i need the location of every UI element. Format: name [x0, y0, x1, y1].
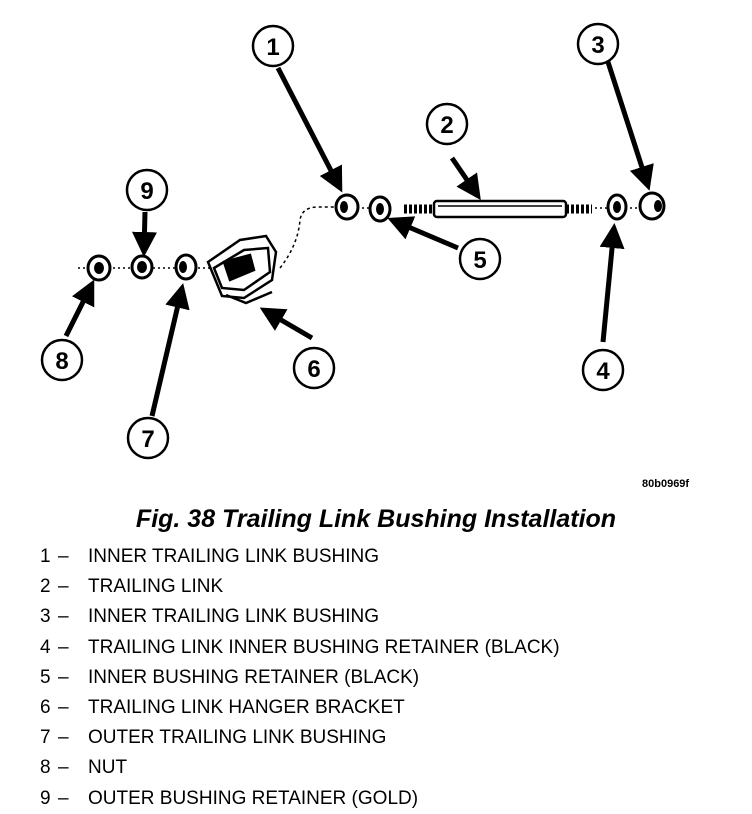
legend-item: 8–NUT	[40, 753, 560, 783]
callout-6: 6	[292, 346, 336, 390]
legend-item: 3–INNER TRAILING LINK BUSHING	[40, 602, 560, 632]
parts-legend: 1–INNER TRAILING LINK BUSHING 2–TRAILING…	[40, 542, 560, 814]
figure-code: 80b0969f	[642, 478, 690, 490]
svg-text:8: 8	[55, 348, 68, 375]
callout-4: 4	[581, 348, 625, 392]
legend-number: 6	[40, 696, 51, 718]
legend-dash: –	[58, 727, 69, 749]
callout-5: 5	[458, 237, 502, 281]
legend-text: INNER TRAILING LINK BUSHING	[88, 546, 380, 567]
legend-number: 3	[40, 606, 51, 628]
callout-1: 1	[251, 24, 295, 68]
legend-item: 5–INNER BUSHING RETAINER (BLACK)	[40, 663, 560, 693]
nut-part	[86, 254, 112, 282]
svg-text:2: 2	[440, 112, 453, 139]
legend-dash: –	[58, 666, 69, 688]
legend-dash: –	[58, 576, 69, 598]
legend-number: 7	[40, 727, 51, 749]
legend-item: 1–INNER TRAILING LINK BUSHING	[40, 542, 560, 572]
exploded-parts-diagram: 1 2 3 4 5 6 7 8 9	[40, 22, 666, 460]
legend-item: 9–OUTER BUSHING RETAINER (GOLD)	[40, 784, 560, 814]
legend-item: 6–TRAILING LINK HANGER BRACKET	[40, 693, 560, 723]
svg-text:1: 1	[266, 34, 279, 61]
legend-text: TRAILING LINK INNER BUSHING RETAINER (BL…	[88, 636, 560, 658]
svg-text:3: 3	[591, 32, 604, 59]
outer-bushing-retainer-part	[130, 254, 154, 280]
leader-arrows	[63, 61, 654, 417]
legend-dash: –	[58, 606, 69, 628]
legend-number: 1	[40, 546, 51, 567]
legend-item: 4–TRAILING LINK INNER BUSHING RETAINER (…	[40, 633, 560, 663]
trailing-link-part	[404, 199, 592, 219]
inner-bushing-part-3	[638, 191, 666, 221]
legend-dash: –	[58, 696, 69, 718]
callout-2: 2	[425, 102, 469, 146]
figure-caption: Fig. 38 Trailing Link Bushing Installati…	[135, 505, 617, 533]
svg-text:6: 6	[307, 356, 320, 383]
legend-text: TRAILING LINK HANGER BRACKET	[88, 696, 405, 718]
legend-dash: –	[58, 636, 69, 658]
outer-bushing-part	[174, 253, 198, 281]
legend-text: OUTER TRAILING LINK BUSHING	[88, 727, 387, 749]
legend-text: INNER TRAILING LINK BUSHING	[88, 606, 380, 628]
svg-text:5: 5	[473, 247, 486, 274]
legend-dash: –	[58, 787, 69, 809]
legend-item: 7–OUTER TRAILING LINK BUSHING	[40, 723, 560, 753]
legend-text: NUT	[88, 757, 128, 779]
callout-7: 7	[126, 416, 170, 460]
inner-bushing-part-1	[334, 193, 360, 221]
callout-9: 9	[125, 168, 169, 212]
inner-bushing-retainer-part	[368, 195, 392, 223]
legend-number: 2	[40, 576, 51, 598]
legend-text: TRAILING LINK	[88, 576, 224, 598]
inner-bushing-retainer-part-4	[606, 193, 628, 221]
legend-text: OUTER BUSHING RETAINER (GOLD)	[88, 787, 419, 809]
legend-dash: –	[58, 546, 69, 567]
svg-text:4: 4	[596, 358, 610, 385]
legend-dash: –	[58, 757, 69, 779]
hanger-bracket-part	[206, 234, 278, 305]
svg-text:7: 7	[141, 426, 154, 453]
legend-number: 8	[40, 757, 51, 779]
legend-item: 2–TRAILING LINK	[40, 572, 560, 602]
legend-number: 5	[40, 666, 51, 688]
legend-number: 9	[40, 787, 51, 809]
callout-8: 8	[40, 338, 84, 382]
svg-text:9: 9	[140, 178, 153, 205]
callout-3: 3	[576, 22, 620, 66]
legend-number: 4	[40, 636, 51, 658]
legend-text: INNER BUSHING RETAINER (BLACK)	[88, 666, 420, 688]
